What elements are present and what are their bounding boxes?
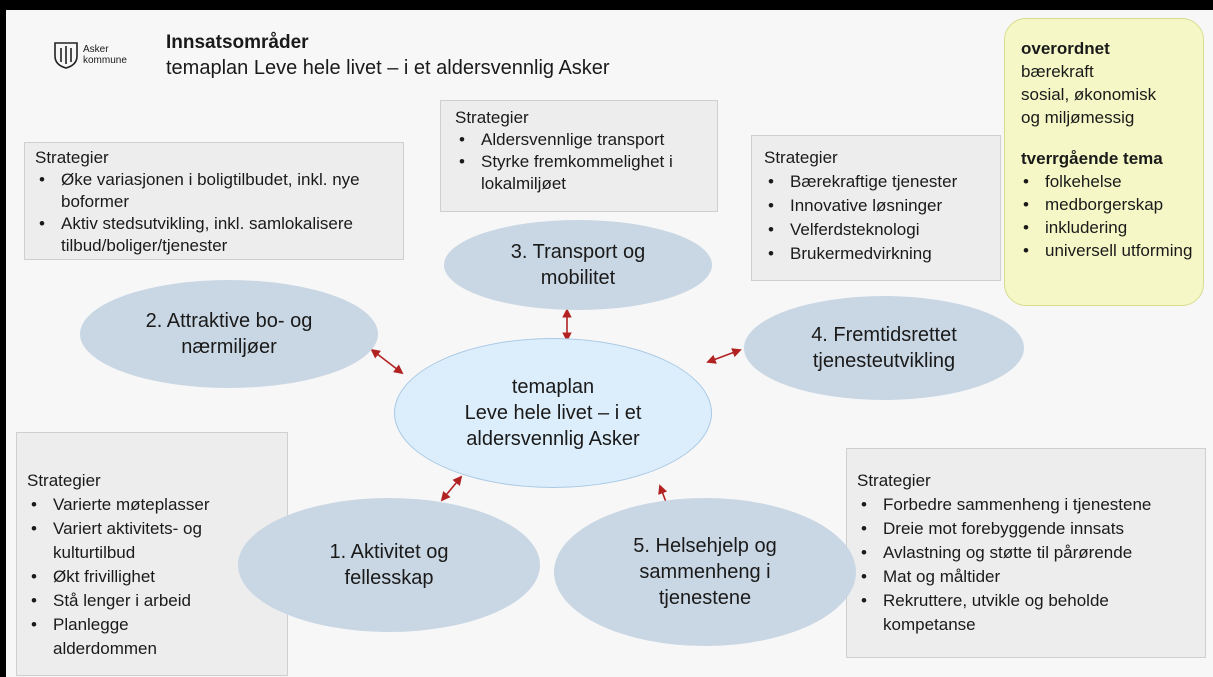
side-lines: bærekraft sosial, økonomisk og miljømessig bbox=[1021, 60, 1193, 129]
page-subtitle: temaplan Leve hele livet – i et aldersve… bbox=[166, 57, 610, 79]
list-item: medborgerskap bbox=[1021, 193, 1193, 216]
arrow-center-area1 bbox=[440, 475, 463, 502]
arrow-center-area4 bbox=[706, 348, 742, 364]
list-item: Varierte møteplasser bbox=[27, 493, 227, 517]
cross-cutting-themes-box: overordnet bærekraft sosial, økonomisk og … bbox=[1004, 18, 1204, 306]
text-line: temaplan bbox=[511, 376, 595, 398]
text-line: bærekraft bbox=[1021, 62, 1094, 81]
list-item: Forbedre sammenheng i tjenestene bbox=[857, 493, 1197, 517]
text-line: Leve hele livet – i et bbox=[464, 402, 642, 424]
text-line: tjenestene bbox=[658, 587, 752, 609]
asker-logo: Asker kommune bbox=[52, 40, 127, 70]
text-line: 2. Attraktive bo- og bbox=[145, 310, 313, 332]
strategy-list: Øke variasjonen i boligtilbudet, inkl. n… bbox=[35, 169, 395, 257]
strategy-box-2: Strategier Øke variasjonen i boligtilbud… bbox=[24, 142, 404, 260]
text-line: 5. Helsehjelp og bbox=[633, 535, 777, 557]
list-item: folkehelse bbox=[1021, 170, 1193, 193]
text-line: 4. Fremtidsrettet bbox=[811, 324, 957, 346]
logo-sub: kommune bbox=[83, 55, 127, 66]
strategy-box-4: Strategier Bærekraftige tjenesterInnovat… bbox=[751, 135, 1001, 281]
strategy-heading: Strategier bbox=[35, 148, 109, 167]
list-item: inkludering bbox=[1021, 216, 1193, 239]
list-item: Planlegge alderdommen bbox=[27, 613, 227, 661]
list-item: Velferdsteknologi bbox=[764, 218, 992, 242]
focus-area-5: 5. Helsehjelp og sammenheng i tjenestene bbox=[554, 498, 856, 646]
list-item: Brukermedvirkning bbox=[764, 242, 992, 266]
side-theme-list: folkehelsemedborgerskapinkluderinguniver… bbox=[1021, 170, 1193, 262]
focus-area-1: 1. Aktivitet og fellesskap bbox=[238, 498, 540, 632]
focus-area-2: 2. Attraktive bo- og nærmiljøer bbox=[80, 280, 378, 388]
arrow-center-area2 bbox=[370, 348, 404, 375]
strategy-heading: Strategier bbox=[857, 471, 931, 490]
list-item: Stå lenger i arbeid bbox=[27, 589, 227, 613]
text-line: sammenheng i bbox=[639, 561, 771, 583]
strategy-box-3: Strategier Aldersvennlige transportStyrk… bbox=[440, 100, 718, 212]
focus-area-4: 4. Fremtidsrettet tjenesteutvikling bbox=[744, 296, 1024, 400]
list-item: Økt frivillighet bbox=[27, 565, 227, 589]
list-item: Aktiv stedsutvikling, inkl. samlokaliser… bbox=[35, 213, 395, 257]
list-item: Variert aktivitets- og kulturtilbud bbox=[27, 517, 227, 565]
strategy-heading: Strategier bbox=[764, 148, 838, 167]
list-item: Mat og måltider bbox=[857, 565, 1197, 589]
list-item: Dreie mot forebyggende innsats bbox=[857, 517, 1197, 541]
strategy-list: Aldersvennlige transportStyrke fremkomme… bbox=[455, 129, 709, 195]
logo-name: Asker bbox=[83, 44, 109, 55]
text-line: tjenesteutvikling bbox=[812, 350, 956, 372]
text-line: og miljømessig bbox=[1021, 108, 1135, 127]
text-line: 3. Transport og bbox=[510, 241, 646, 263]
strategy-heading: Strategier bbox=[27, 471, 101, 490]
list-item: Avlastning og støtte til pårørende bbox=[857, 541, 1197, 565]
list-item: Innovative løsninger bbox=[764, 194, 992, 218]
strategy-list: Forbedre sammenheng i tjenesteneDreie mo… bbox=[857, 493, 1197, 637]
side-heading-tverrgaende: tverrgående tema bbox=[1021, 149, 1163, 168]
asker-crest-icon bbox=[54, 42, 78, 69]
text-line: sosial, økonomisk bbox=[1021, 85, 1157, 104]
page-title: Innsatsområder bbox=[166, 32, 309, 53]
text-line: aldersvennlig Asker bbox=[466, 428, 640, 450]
list-item: Rekruttere, utvikle og beholde kompetans… bbox=[857, 589, 1197, 637]
strategy-box-5: Strategier Forbedre sammenheng i tjenest… bbox=[846, 448, 1206, 658]
text-line: mobilitet bbox=[540, 267, 616, 289]
text-line: 1. Aktivitet og bbox=[329, 541, 449, 563]
slide: Asker kommune Innsatsområder temaplan Le… bbox=[6, 10, 1213, 677]
strategy-list: Bærekraftige tjenesterInnovative løsning… bbox=[764, 170, 992, 266]
list-item: Aldersvennlige transport bbox=[455, 129, 709, 151]
focus-area-3: 3. Transport og mobilitet bbox=[444, 220, 712, 310]
list-item: Øke variasjonen i boligtilbudet, inkl. n… bbox=[35, 169, 395, 213]
list-item: Bærekraftige tjenester bbox=[764, 170, 992, 194]
strategy-list: Varierte møteplasserVariert aktivitets- … bbox=[27, 493, 227, 661]
strategy-heading: Strategier bbox=[455, 108, 529, 127]
text-line: fellesskap bbox=[344, 567, 434, 589]
list-item: Styrke fremkommelighet i lokalmiljøet bbox=[455, 151, 709, 195]
side-heading-overordnet: overordnet bbox=[1021, 39, 1110, 58]
text-line: nærmiljøer bbox=[181, 336, 277, 358]
list-item: universell utforming bbox=[1021, 239, 1193, 262]
